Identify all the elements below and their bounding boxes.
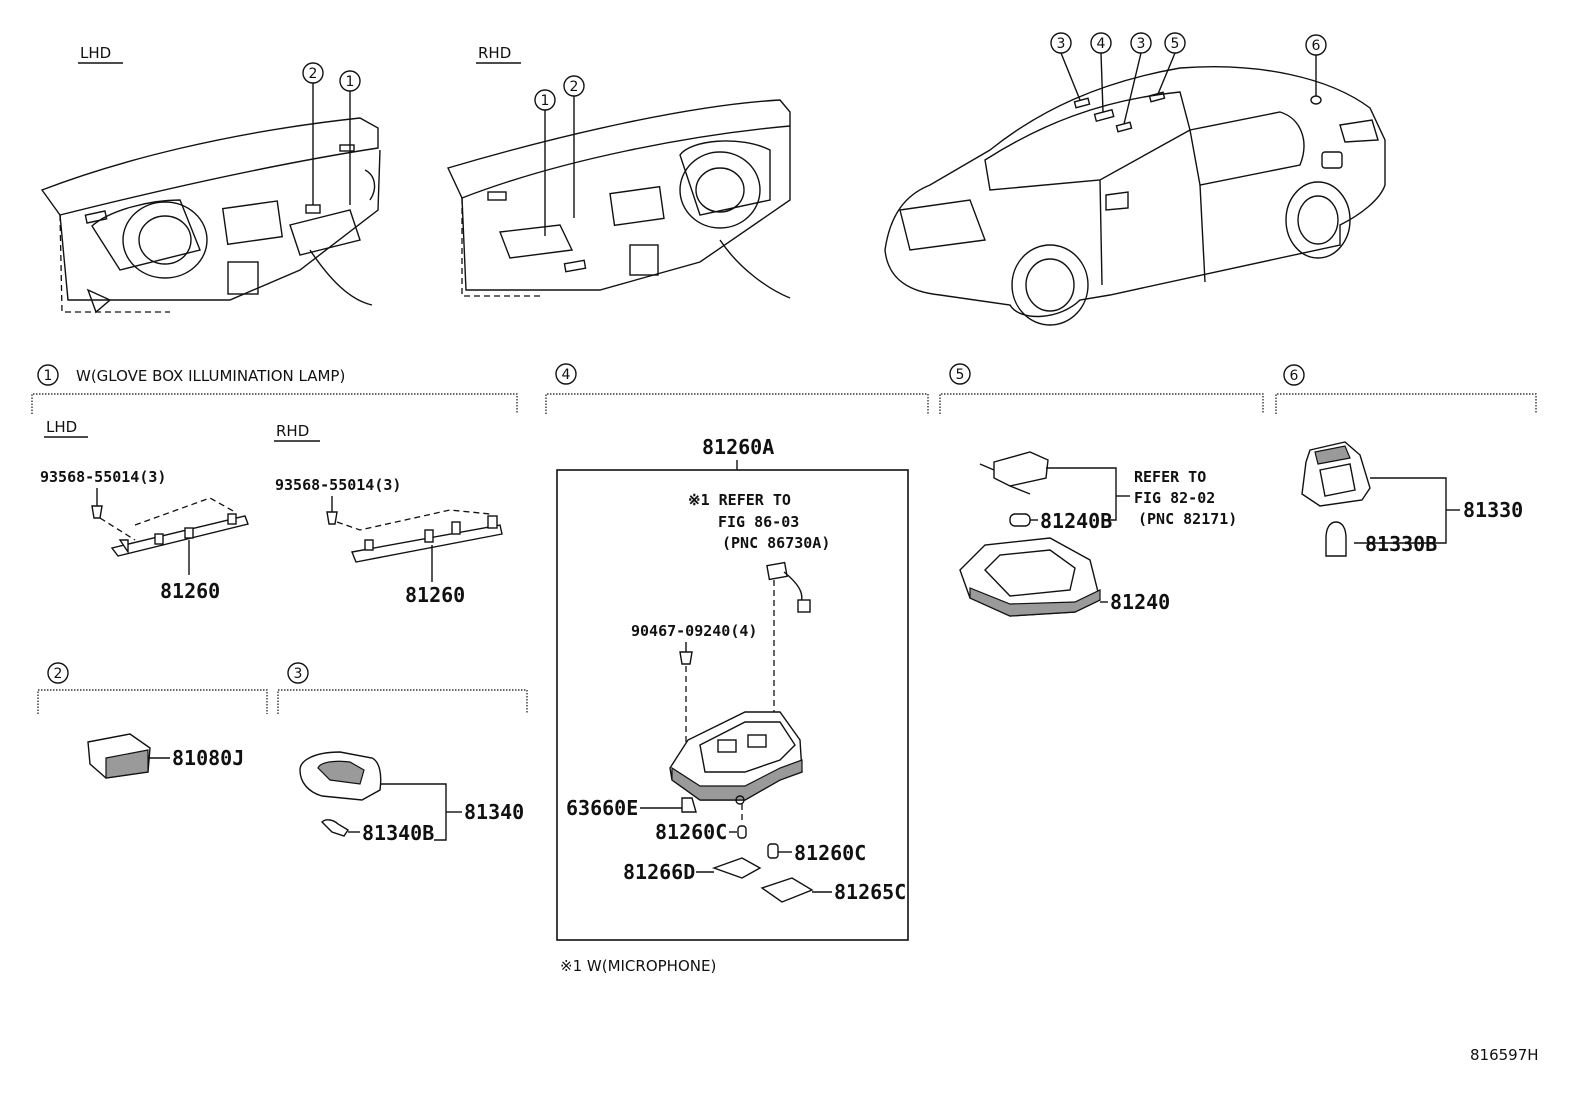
part-63660E: 63660E xyxy=(566,796,638,820)
part-81260-lhd: 81260 xyxy=(160,579,220,603)
rhd-view-label: RHD xyxy=(478,44,511,62)
lhd-view-label: LHD xyxy=(80,44,111,62)
section-1-callout: 1 xyxy=(44,368,53,384)
section-1-lhd-label: LHD xyxy=(46,418,77,436)
part-81260C-b: 81260C xyxy=(794,841,866,865)
part-81260C-a: 81260C xyxy=(655,820,727,844)
section-6-callout: 6 xyxy=(1290,368,1299,384)
note-ref2-line3: (PNC 82171) xyxy=(1138,510,1237,528)
part-81260A: 81260A xyxy=(702,435,774,459)
rhd-dashboard-illustration: RHD 1 2 xyxy=(447,44,791,299)
part-81240B: 81240B xyxy=(1040,509,1112,533)
callout-5-car: 5 xyxy=(1171,36,1180,52)
section-1-glove-box-lamp: 1 W(GLOVE BOX ILLUMINATION LAMP) LHD RHD… xyxy=(31,364,518,607)
note-ref2-line2: FIG 82-02 xyxy=(1134,489,1215,507)
callout-3-car-b: 3 xyxy=(1137,36,1146,52)
note-ref2-line1: REFER TO xyxy=(1134,468,1206,486)
section-3-callout: 3 xyxy=(294,666,303,682)
section-1-rhd-label: RHD xyxy=(276,422,309,440)
callout-3-car-a: 3 xyxy=(1057,36,1066,52)
section-4-callout: 4 xyxy=(562,367,571,383)
part-81330: 81330 xyxy=(1463,498,1523,522)
section-2-callout: 2 xyxy=(54,666,63,682)
callout-2-rhd: 2 xyxy=(570,79,579,95)
section-1-title: W(GLOVE BOX ILLUMINATION LAMP) xyxy=(76,367,345,385)
section-3: 3 81340 81340B xyxy=(277,662,528,845)
section-6-trunk-lamp: 6 81330 81330B xyxy=(1275,364,1537,557)
callout-2-lhd: 2 xyxy=(309,66,318,82)
callout-6-car: 6 xyxy=(1312,38,1321,54)
car-illustration: 3 4 3 5 6 xyxy=(884,32,1386,326)
drawing-id: 816597H xyxy=(1470,1046,1539,1064)
part-81240: 81240 xyxy=(1110,590,1170,614)
part-81340B: 81340B xyxy=(362,821,434,845)
part-81340: 81340 xyxy=(464,800,524,824)
section-2: 2 81080J xyxy=(37,662,268,779)
part-81330B: 81330B xyxy=(1365,532,1437,556)
footnote-microphone: ※1 W(MICROPHONE) xyxy=(560,957,716,975)
part-screw-lhd: 93568-55014(3) xyxy=(40,468,166,486)
section-5-callout: 5 xyxy=(956,367,965,383)
section-5-dome-lamp: 5 REFER TO FIG 82-02 (PNC 82171) 81240B … xyxy=(939,363,1264,617)
part-81266D: 81266D xyxy=(623,860,695,884)
note-ref1-line3: (PNC 86730A) xyxy=(722,534,830,552)
callout-1-lhd: 1 xyxy=(346,74,355,90)
part-81265C: 81265C xyxy=(834,880,906,904)
part-90467: 90467-09240(4) xyxy=(631,622,757,640)
lhd-dashboard-illustration: LHD 2 1 xyxy=(40,44,381,314)
part-screw-rhd: 93568-55014(3) xyxy=(275,476,401,494)
note-ref1-line2: FIG 86-03 xyxy=(718,513,799,531)
section-4-map-lamp: 4 81260A ※1 REFER TO FIG 86-03 (PNC 8673… xyxy=(545,363,929,975)
note-ref1-line1: ※1 REFER TO xyxy=(688,491,791,509)
callout-4-car: 4 xyxy=(1097,36,1106,52)
part-81080J: 81080J xyxy=(172,746,244,770)
part-81260-rhd: 81260 xyxy=(405,583,465,607)
callout-1-rhd: 1 xyxy=(541,93,550,109)
